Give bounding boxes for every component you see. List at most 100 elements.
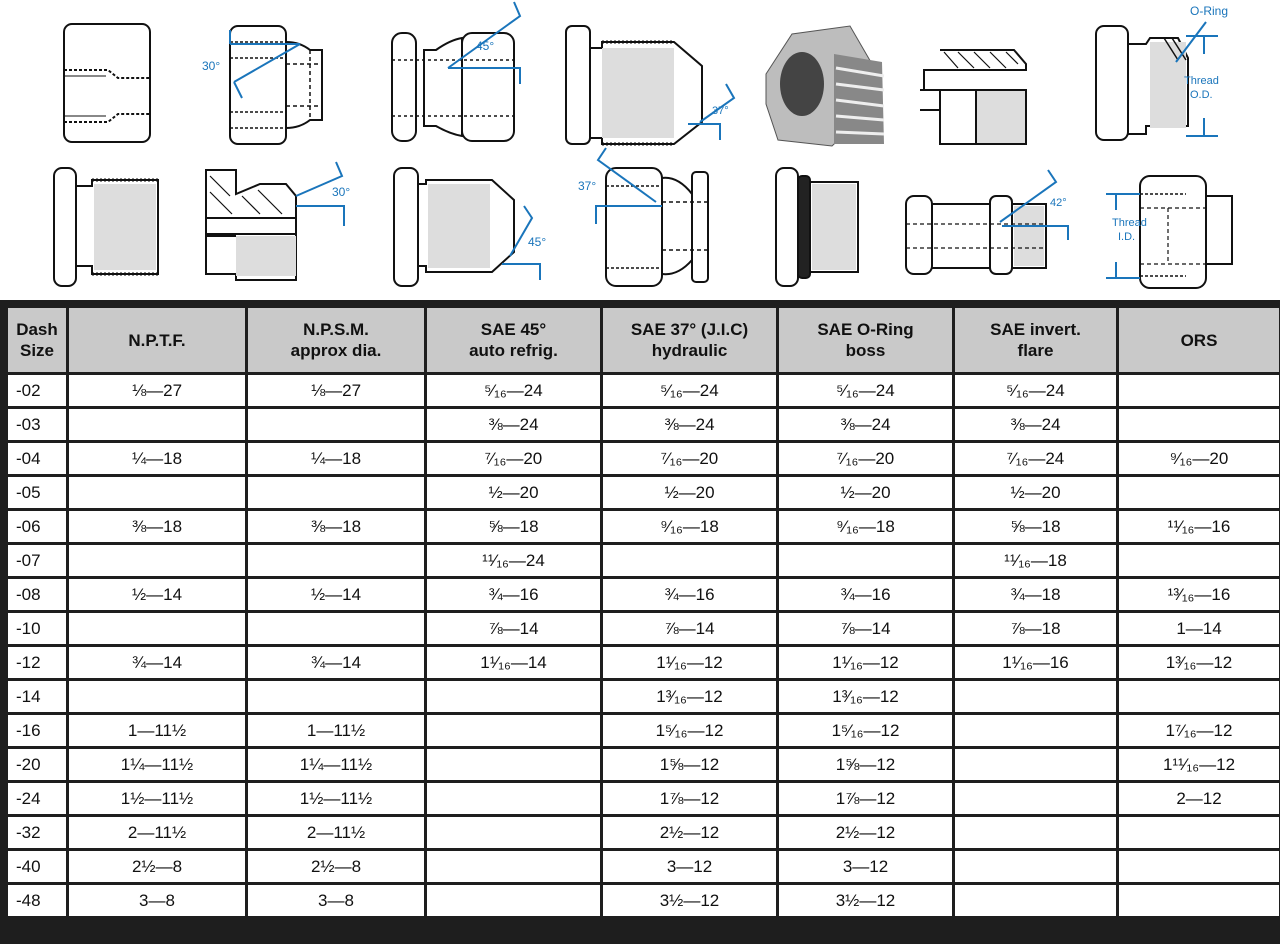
thread-cell-sae37-jic: ¾—16 <box>603 579 776 610</box>
thread-cell-nptf <box>69 545 245 576</box>
thread-cell-nptf <box>69 409 245 440</box>
dash-size-cell: -06 <box>8 511 66 542</box>
thread-cell-ors <box>1119 851 1279 882</box>
thread-cell-nptf: 2—11½ <box>69 817 245 848</box>
thread-cell-nptf: ¾—14 <box>69 647 245 678</box>
thread-cell-npsm: ¼—18 <box>248 443 424 474</box>
thread-cell-sae45: ½—20 <box>427 477 600 508</box>
svg-text:O.D.: O.D. <box>1190 89 1213 101</box>
thread-cell-sae-inverted-flare: ⅜—24 <box>955 409 1116 440</box>
thread-cell-sae37-jic: ⁷⁄₁₆—20 <box>603 443 776 474</box>
column-header-line: SAE 45° <box>480 320 547 339</box>
thread-cell-nptf: 2½—8 <box>69 851 245 882</box>
thread-cell-ors: ⁹⁄₁₆—20 <box>1119 443 1279 474</box>
thread-cell-sae-oring-boss: 1⅞—12 <box>779 783 952 814</box>
thread-cell-ors <box>1119 817 1279 848</box>
thread-cell-sae-oring-boss: ⁷⁄₁₆—20 <box>779 443 952 474</box>
thread-cell-sae37-jic: 1⅞—12 <box>603 783 776 814</box>
thread-cell-sae45: ⅞—14 <box>427 613 600 644</box>
thread-cell-sae-oring-boss: 1⅝—12 <box>779 749 952 780</box>
thread-cell-nptf: ½—14 <box>69 579 245 610</box>
thread-cell-ors <box>1119 409 1279 440</box>
dash-size-cell: -16 <box>8 715 66 746</box>
thread-cell-npsm: 3—8 <box>248 885 424 916</box>
thread-cell-ors: ¹³⁄₁₆—16 <box>1119 579 1279 610</box>
thread-cell-sae45 <box>427 749 600 780</box>
thread-cell-sae45: ¹¹⁄₁₆—24 <box>427 545 600 576</box>
thread-cell-sae-inverted-flare <box>955 749 1116 780</box>
female-thread-id-icon: Thread I.D. <box>1106 160 1246 290</box>
thread-cell-sae-inverted-flare: ⁵⁄₁₆—24 <box>955 375 1116 406</box>
column-header-line: approx dia. <box>290 341 382 360</box>
thread-cell-sae45 <box>427 715 600 746</box>
thread-cell-nptf <box>69 681 245 712</box>
thread-cell-sae-oring-boss: ⁵⁄₁₆—24 <box>779 375 952 406</box>
thread-cell-sae45: 1¹⁄₁₆—14 <box>427 647 600 678</box>
thread-cell-nptf: 1—11½ <box>69 715 245 746</box>
dash-size-cell: -03 <box>8 409 66 440</box>
column-header-sae37-jic: SAE 37° (J.I.C)hydraulic <box>603 308 776 372</box>
thread-cell-npsm: 1¼—11½ <box>248 749 424 780</box>
dash-size-cell: -04 <box>8 443 66 474</box>
thread-cell-npsm: 2½—8 <box>248 851 424 882</box>
npt-female-fitting-icon <box>62 22 154 144</box>
thread-cell-sae-inverted-flare <box>955 715 1116 746</box>
column-header-sae-inverted-flare: SAE invert.flare <box>955 308 1116 372</box>
thread-cell-sae37-jic: 1³⁄₁₆—12 <box>603 681 776 712</box>
npt-male-plug-icon <box>52 166 164 288</box>
thread-cell-sae45: ⁵⁄₁₆—24 <box>427 375 600 406</box>
thread-cell-ors <box>1119 885 1279 916</box>
thread-cell-nptf <box>69 613 245 644</box>
thread-cell-sae-inverted-flare: ⁷⁄₁₆—24 <box>955 443 1116 474</box>
thread-cell-sae37-jic: 3—12 <box>603 851 776 882</box>
thread-cell-sae-inverted-flare: ⅞—18 <box>955 613 1116 644</box>
svg-text:I.D.: I.D. <box>1118 231 1135 243</box>
dash-size-cell: -32 <box>8 817 66 848</box>
thread-cell-npsm <box>248 613 424 644</box>
dash-size-cell: -24 <box>8 783 66 814</box>
column-header-nptf: N.P.T.F. <box>69 308 245 372</box>
thread-cell-sae-inverted-flare <box>955 851 1116 882</box>
thread-cell-sae-inverted-flare: ¾—18 <box>955 579 1116 610</box>
thread-cell-sae-oring-boss: ⅞—14 <box>779 613 952 644</box>
thread-cell-sae37-jic <box>603 545 776 576</box>
ors-adapter-icon: 42° <box>902 160 1082 280</box>
thread-cell-ors <box>1119 681 1279 712</box>
thread-cell-sae-inverted-flare: 1¹⁄₁₆—16 <box>955 647 1116 678</box>
column-header-ors: ORS <box>1119 308 1279 372</box>
dash-size-cell: -08 <box>8 579 66 610</box>
thread-cell-npsm <box>248 545 424 576</box>
thread-cell-sae37-jic: ½—20 <box>603 477 776 508</box>
thread-cell-ors: 1⁷⁄₁₆—12 <box>1119 715 1279 746</box>
dash-size-cell: -12 <box>8 647 66 678</box>
oring-boss-male-icon: O-Ring Thread O.D. <box>1094 2 1274 142</box>
svg-text:30°: 30° <box>332 185 350 199</box>
thread-cell-ors: 1³⁄₁₆—12 <box>1119 647 1279 678</box>
column-header-npsm: N.P.S.M. approx dia. <box>248 308 424 372</box>
dash-size-cell: -20 <box>8 749 66 780</box>
svg-text:45°: 45° <box>528 235 546 249</box>
svg-text:42°: 42° <box>1050 197 1067 209</box>
thread-cell-sae-oring-boss: 3½—12 <box>779 885 952 916</box>
column-header-line: flare <box>1017 341 1054 360</box>
thread-cell-sae-oring-boss: ⁹⁄₁₆—18 <box>779 511 952 542</box>
thread-cell-nptf: ⅛—27 <box>69 375 245 406</box>
thread-cell-sae37-jic: 2½—12 <box>603 817 776 848</box>
thread-cell-sae-oring-boss: ⅜—24 <box>779 409 952 440</box>
oring-boss-plug-icon <box>774 166 864 288</box>
column-header-line: N.P.S.M. <box>303 320 369 339</box>
column-header-sae45: SAE 45°auto refrig. <box>427 308 600 372</box>
column-header-line: Dash <box>16 320 58 339</box>
